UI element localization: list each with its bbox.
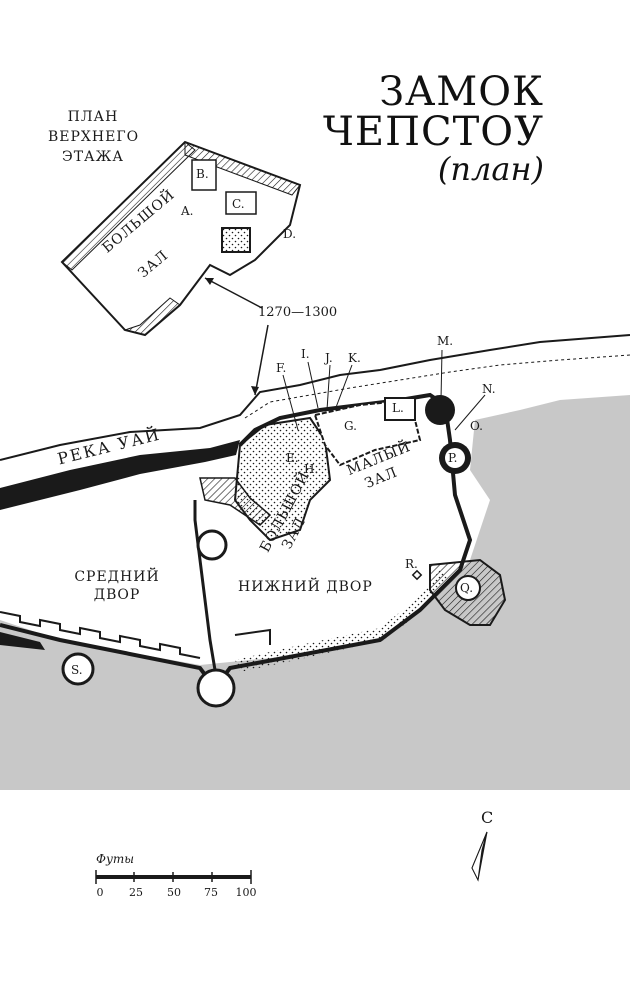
room-l	[384, 397, 416, 421]
leader-f	[282, 374, 299, 431]
date-arrow-lower	[254, 324, 269, 396]
letter-o: O.	[470, 419, 483, 433]
middle-bailey-label-2: ДВОР	[93, 587, 141, 603]
letter-l: L.	[392, 401, 404, 415]
letter-m: M.	[437, 334, 454, 348]
date-label: 1270—1300	[258, 305, 338, 320]
title-line-2: ЧЕПСТОУ	[323, 109, 544, 155]
dividing-wall	[193, 500, 217, 671]
north-label: С	[481, 808, 494, 827]
south-wall-stipple	[235, 570, 448, 672]
tower-s	[61, 652, 95, 686]
great-hall-hatch	[199, 477, 272, 526]
letter-a: A.	[181, 204, 194, 218]
upper-floor-plan	[60, 140, 302, 337]
letter-c: C.	[232, 197, 245, 211]
scale-tick-0: 0	[96, 886, 104, 899]
letter-k: K.	[348, 351, 361, 365]
tower-gate-south	[196, 668, 236, 708]
leader-k	[334, 364, 353, 411]
lower-bailey-wall-fragment	[234, 628, 271, 645]
scale-tick-25: 25	[129, 886, 143, 899]
tower-middle	[196, 529, 228, 561]
letter-q: Q.	[460, 581, 474, 595]
date-arrow-upper-head	[205, 278, 214, 285]
upper-plan-label-2: ВЕРХНЕГО	[48, 129, 140, 145]
middle-bailey-wall	[0, 611, 201, 659]
title-subtitle: (план)	[437, 150, 544, 188]
date-arrow-lower-head	[251, 386, 259, 395]
letter-j: J.	[325, 351, 333, 365]
leader-i	[307, 361, 319, 409]
gatehouse-q-tower	[455, 575, 481, 601]
letter-g: G.	[344, 419, 357, 433]
west-wall-black	[0, 632, 45, 650]
cliff-line	[244, 354, 630, 419]
letter-p: P.	[448, 451, 458, 465]
leader-j	[326, 364, 331, 411]
letter-i: I.	[301, 347, 310, 361]
leader-n	[454, 394, 486, 431]
leader-m	[440, 349, 443, 401]
letter-f: F.	[276, 361, 287, 375]
upper-plan-label-3: ЭТАЖА	[62, 149, 124, 165]
letter-d: D.	[283, 227, 297, 241]
north-arrow	[471, 831, 488, 882]
upper-floor-east-wall	[184, 141, 301, 196]
middle-bailey-label-1: СРЕДНИЙ	[74, 569, 160, 585]
scale-bar	[95, 870, 252, 884]
upper-room-c	[225, 191, 257, 215]
tower-p-inner	[445, 448, 465, 468]
letter-b: B.	[196, 167, 209, 181]
scale-tick-50: 50	[167, 886, 181, 899]
lower-bailey-label: НИЖНИЙ ДВОР	[238, 579, 373, 595]
tower-m	[425, 395, 455, 425]
river-band	[0, 440, 240, 510]
river-bank-line	[0, 334, 630, 461]
letter-s: S.	[71, 663, 83, 677]
letter-e: E.	[286, 451, 299, 465]
upper-room-b	[191, 159, 217, 191]
ground-shading	[0, 395, 630, 790]
title-line-1: ЗАМОК	[379, 69, 544, 115]
upper-room-d	[221, 227, 251, 253]
date-arrow-upper	[204, 277, 263, 309]
letter-n: N.	[482, 382, 496, 396]
scale-tick-100: 100	[235, 886, 257, 899]
letter-h: H.	[304, 462, 319, 476]
letter-r: R.	[405, 557, 418, 571]
scale-title: Футы	[96, 852, 135, 866]
scale-tick-75: 75	[204, 886, 218, 899]
marker-r	[411, 569, 423, 581]
upper-plan-label-1: ПЛАН	[67, 109, 119, 125]
